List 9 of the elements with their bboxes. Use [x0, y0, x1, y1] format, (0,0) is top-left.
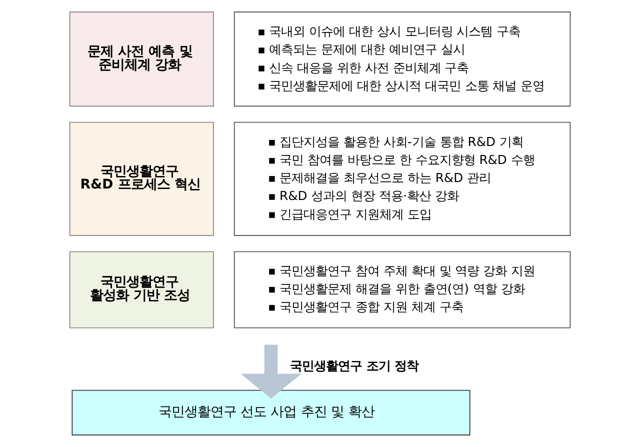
- node-box: 국민생활연구 활성화 기반 조성: [69, 251, 214, 328]
- node-box: 국민생활연구 참여 주체 확대 및 역량 강화 지원 국민생활문제 해결을 위한 출연(연) 역할 강화 국민생활연구 종합 지원 체계 구축: [234, 251, 571, 328]
- node-box: 국민생활연구 R&D 프로세스 혁신: [69, 122, 214, 236]
- node-box: 국민생활연구 선도 사업 추진 및 확산: [72, 390, 470, 436]
- edge-label: 국민생활연구 조기 정착: [290, 358, 419, 373]
- node-box: 집단지성을 활용한 사회-기술 통합 R&D 기획 국민 참여를 바탕으로 한 수요지향형 R&D 수행 문제해결을 최우선으로 하는 R&D 관리 R&D 성과의 현장 적용·확산 강화 긴급대응연구 지원체계 도입: [234, 122, 571, 236]
- node-box: 문제 사전 예측 및 준비체계 강화: [69, 12, 214, 107]
- arrow: [240, 344, 302, 399]
- node-box: 국내외 이슈에 대한 상시 모니터링 시스템 구축 예측되는 문제에 대한 예비연구 실시 신속 대응을 위한 사전 준비체계 구축 국민생활문제에 대한 상시적 대국민 소통 채널 운영: [234, 12, 571, 107]
